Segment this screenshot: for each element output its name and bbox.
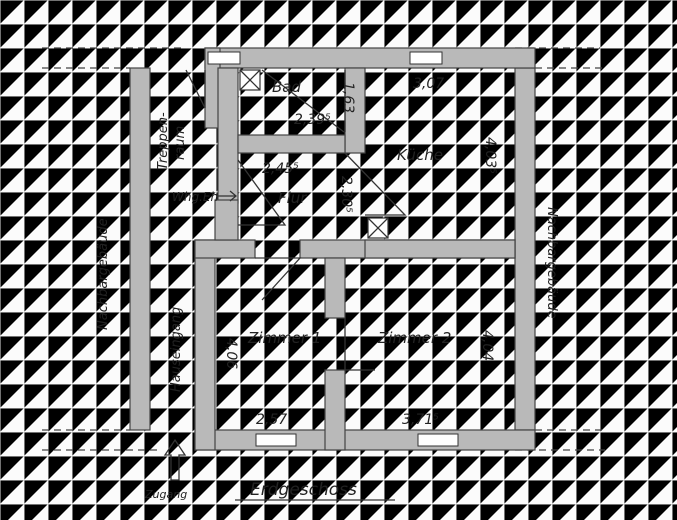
access-arrow <box>163 438 187 481</box>
dim-kitchen-width: 3,07 <box>413 76 444 92</box>
label-apartment-entry: Whg.Eh <box>172 190 218 204</box>
dim-hall-height: 2,30⁵ <box>338 176 354 213</box>
label-access: Zugang <box>144 488 187 501</box>
apartment-entry-arrow <box>218 190 238 202</box>
dim-bath-width: 2,39⁵ <box>294 112 331 128</box>
label-stair-bottom: raum <box>173 126 188 160</box>
windows <box>207 51 459 447</box>
room-label-hall: Flur <box>278 189 307 207</box>
dim-hall-width: 2,45⁵ <box>262 161 299 177</box>
label-neighbor-right: Nachbargebäude <box>544 207 559 319</box>
dim-room2-height: 4,04 <box>479 330 495 361</box>
room-label-kitchen: Küche <box>397 146 443 164</box>
room-label-room1: Zimmer 1 <box>247 329 321 347</box>
label-stair-top: Treppen- <box>156 112 171 170</box>
plan-title: Erdgeschoss <box>250 480 357 500</box>
label-neighbor-left: Nachbargebäude <box>96 218 111 330</box>
door-swings <box>185 69 407 371</box>
room-label-room2: Zimmer 2 <box>377 329 451 347</box>
label-house-entry: Hauseingang <box>169 307 184 392</box>
dim-room1-height: 4,06 <box>223 338 239 369</box>
dim-room2-width: 3,71⁵ <box>402 412 439 428</box>
dim-bath-height: 1,63 <box>340 82 356 113</box>
dim-room1-width: 2,57 <box>256 412 287 428</box>
room-label-bath: Bad <box>272 78 301 96</box>
ventilation-shafts <box>239 69 389 239</box>
entry-arrows <box>163 190 395 501</box>
dim-kitchen-height: 4,03⁵ <box>482 137 498 174</box>
